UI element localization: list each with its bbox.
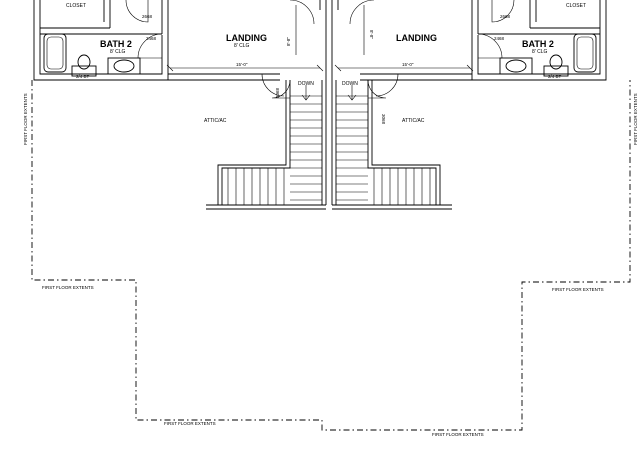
bath-label-left: BATH 2 [100, 39, 132, 49]
stair-right [332, 80, 452, 210]
bath-label-right: BATH 2 [522, 39, 554, 49]
extents-label-left-vertical: FIRST FLOOR EXTENTS [23, 93, 28, 145]
attic-label-left: ATTIC/AC [204, 118, 227, 124]
door-tag-2468-left: 2468 [146, 36, 157, 41]
dimension-landing-left: 15'-0" [236, 62, 248, 67]
extents-label-right-bottom: FIRST FLOOR EXTENTS [552, 287, 604, 292]
landing-label-right: LANDING [396, 33, 437, 43]
door-tag-3068-right: 3068 [381, 114, 386, 125]
first-floor-extents-outline [31, 80, 631, 431]
dimension-stair-right: 8'-8" [369, 30, 374, 39]
extents-label-center-bottom: FIRST FLOOR EXTENTS [164, 421, 216, 426]
closet-label-right: CLOSET [566, 3, 586, 9]
door-tag-2668-right: 2668 [500, 14, 511, 19]
door-tag-3068-left: 3068 [275, 87, 280, 98]
landing-label-left: LANDING [226, 33, 267, 43]
dimension-lines [166, 5, 474, 72]
attic-label-right: ATTIC/AC [402, 118, 425, 124]
door-tag-2668-left: 2668 [142, 14, 153, 19]
room-labels: CLOSET CLOSET BATH 2 8' CLG BATH 2 8' CL… [66, 3, 586, 125]
cabinet-tag-right: 2/4 BT [548, 74, 562, 79]
dimension-landing-right: 15'-0" [402, 62, 414, 67]
dimension-stair-left: 8'-8" [286, 37, 291, 46]
first-floor-extents-labels: FIRST FLOOR EXTENTS FIRST FLOOR EXTENTS … [23, 93, 638, 437]
extents-label-far-bottom: FIRST FLOOR EXTENTS [432, 432, 484, 437]
door-swings [125, 0, 515, 99]
down-label-left: DOWN [298, 81, 314, 87]
cabinet-tag-left: 2/4 BT [76, 74, 90, 79]
bath-ceiling-right: 8' CLG [532, 49, 548, 55]
extents-label-left-bottom: FIRST FLOOR EXTENTS [42, 285, 94, 290]
closet-label-left: CLOSET [66, 3, 86, 9]
door-tag-2468-right: 2468 [494, 36, 505, 41]
extents-label-right-vertical: FIRST FLOOR EXTENTS [633, 93, 638, 145]
bath-fixtures-right [499, 33, 597, 77]
down-label-right: DOWN [342, 81, 358, 87]
exterior-walls [33, 0, 607, 205]
landing-ceiling-left: 8' CLG [234, 43, 250, 49]
bath-ceiling-left: 8' CLG [110, 49, 126, 55]
bath-fixtures-left [43, 33, 141, 77]
stair-left [206, 80, 326, 210]
